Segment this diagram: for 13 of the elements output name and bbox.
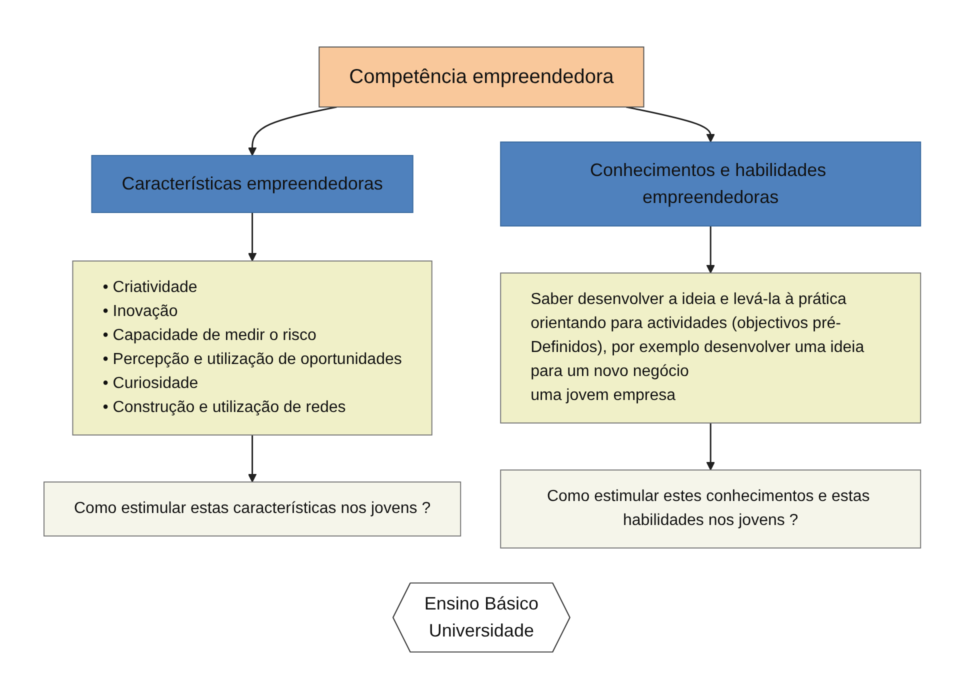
arrow [248,212,257,261]
node-box: Conhecimentos e habilidades empreendedoras [500,141,922,226]
node-box: Características empreendedoras [91,154,414,212]
node-box: Competência empreendedora [318,46,644,107]
arrow [248,106,338,156]
arrow [248,434,257,482]
node-box: • Criatividade • Inovação • Capacidade de medir o risco • Percepção e utilização de oportunidades • Curiosidade • Construção e utilização de redes [72,260,433,435]
arrow [706,422,716,470]
node-box: Como estimular estas características nos jovens ? [44,481,462,536]
arrow [706,226,716,273]
arrow [626,106,716,142]
node-box: Saber desenvolver a ideia e levá-la à prática orientando para actividades (objectivos pré-Definidos), por exemplo desenvolver uma ideia para um novo negócio uma jovem empresa [500,272,922,423]
node-box: Como estimular estes conhecimentos e estas habilidades nos jovens ? [500,469,922,548]
